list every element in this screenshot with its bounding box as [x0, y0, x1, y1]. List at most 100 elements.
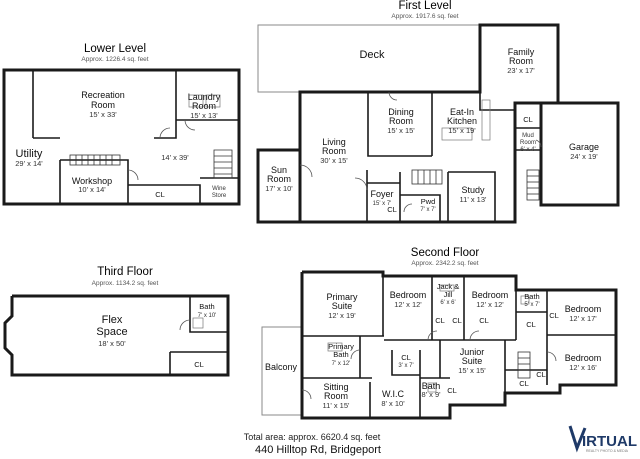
door: [388, 91, 398, 101]
door: [427, 330, 438, 341]
family-room-label: Family: [508, 47, 535, 57]
door: [546, 351, 557, 362]
kitchen-island: [441, 127, 473, 141]
first-level: First Level Approx. 1917.6 sq. feet Deck: [256, 0, 620, 224]
junior-closet-2: CL: [519, 379, 529, 388]
powder-room-label: Pwd: [421, 197, 436, 206]
wall: [128, 184, 201, 204]
mud-room-dim: 6' x 4': [520, 147, 535, 153]
third-floor-title: Third Floor: [97, 266, 153, 278]
wine-store-label-2: Store: [212, 193, 227, 199]
garage-label: Garage: [569, 142, 599, 152]
powder-room-dim: 7' x 7': [420, 207, 435, 213]
primary-bath-label: Primary: [328, 342, 354, 351]
wine-store-label: Wine: [212, 186, 226, 192]
laundry-room-label: Laundry: [188, 92, 221, 102]
total-area: Total area: approx. 6620.4 sq. feet: [244, 432, 381, 442]
foyer-label: Foyer: [370, 189, 393, 199]
wall: [391, 350, 420, 376]
stairs: [69, 154, 121, 166]
stairs: [411, 169, 443, 185]
door: [350, 349, 361, 360]
first-closet-label: CL: [523, 115, 533, 124]
jack-jill-closet-2: CL: [452, 316, 462, 325]
stairs: [526, 169, 540, 201]
balcony-label: Balcony: [265, 362, 298, 372]
stairs: [213, 149, 233, 179]
utility-label: Utility: [16, 148, 43, 160]
bedroom-d-label: Bedroom: [565, 353, 602, 363]
sitting-room-label-2: Room: [324, 391, 348, 401]
primary-bath-label-2: Bath: [333, 350, 348, 359]
foyer-dim: 15' x 7': [373, 201, 392, 207]
first-level-area: Approx. 1917.6 sq. feet: [391, 13, 458, 20]
door: [354, 177, 368, 191]
study-dim: 11' x 13': [460, 195, 487, 204]
garage-dim: 24' x 19': [570, 152, 598, 161]
junior-closet-3: CL: [536, 370, 546, 379]
second-bath-dim: 5' x 7': [524, 302, 539, 308]
washer-fixture: [188, 94, 204, 108]
second-bath-label: Bath: [524, 292, 539, 301]
wic-dim: 8' x 10': [381, 399, 405, 408]
door: [184, 119, 196, 131]
sun-room-label: Sun: [271, 165, 287, 175]
logo-check-icon: [568, 425, 587, 453]
laundry-room-label-2: Room: [192, 101, 216, 111]
toilet-fixture: [520, 295, 530, 305]
family-room-label-2: Room: [509, 56, 533, 66]
recreation-room-dim: 15' x 33': [89, 110, 117, 119]
brand-name: IRTUAL 203: [582, 433, 640, 450]
third-closet-label: CL: [194, 360, 204, 369]
wall: [400, 194, 441, 222]
junior-closet-1: CL: [447, 386, 457, 395]
bedroom-a-dim: 12' x 12': [394, 300, 422, 309]
lower-level-outline: [2, 68, 241, 206]
flex-space-dim: 18' x 50': [98, 339, 126, 348]
living-room-label: Living: [322, 137, 346, 147]
second-floor-title: Second Floor: [411, 247, 480, 259]
primary-suite-label: Primary: [327, 292, 358, 302]
wic-label: W.I.C: [382, 389, 404, 399]
hall-bath-label: Bath: [422, 381, 441, 391]
third-bath-dim: 7' x 10': [198, 313, 217, 319]
third-floor-area: Approx. 1134.2 sq. feet: [92, 280, 159, 287]
living-room-dim: 30' x 15': [320, 156, 348, 165]
bedroom-b-label: Bedroom: [472, 290, 509, 300]
sitting-room-dim: 11' x 15': [323, 401, 350, 410]
workshop-dim: 10' x 14': [78, 185, 106, 194]
recreation-room-label-2: Room: [91, 100, 115, 110]
toilet-fixture: [427, 382, 437, 393]
jack-jill-closet-1: CL: [435, 316, 445, 325]
third-bath-label: Bath: [199, 302, 214, 311]
bedroom-d-dim: 12' x 16': [569, 363, 597, 372]
lower-hall-dim: 14' x 39': [161, 153, 189, 162]
door: [535, 139, 542, 148]
kitchen-counter: [481, 99, 491, 141]
tub-fixture: [327, 342, 343, 352]
eat-in-kitchen-label: Eat-In: [450, 107, 474, 117]
jack-jill-label: Jack &: [437, 282, 460, 291]
wall: [154, 70, 177, 139]
third-floor: Third Floor Approx. 1134.2 sq. feet Flex…: [3, 266, 230, 377]
door: [403, 203, 413, 213]
sun-room-dim: 17' x 10': [265, 184, 293, 193]
sitting-room-label: Sitting: [323, 382, 348, 392]
balcony-outline: [261, 326, 302, 416]
brand-tagline: REALTY PHOTO & MEDIA: [586, 449, 629, 453]
door: [301, 389, 312, 400]
wall: [367, 92, 432, 157]
second-floor-outline: [300, 270, 618, 420]
sun-room-label-2: Room: [267, 174, 291, 184]
deck-label: Deck: [359, 49, 385, 61]
jack-jill-closet-3: CL: [479, 316, 489, 325]
living-room-label-2: Room: [322, 146, 346, 156]
brand-logo: IRTUAL 203 REALTY PHOTO & MEDIA: [568, 425, 640, 453]
wall: [60, 159, 129, 204]
bedroom-c-dim: 12' x 17': [569, 314, 597, 323]
door: [299, 164, 313, 178]
junior-suite-label: Junior: [460, 347, 485, 357]
jack-jill-dim: 6' x 6': [440, 300, 455, 306]
eat-in-kitchen-dim: 15' x 19': [448, 126, 476, 135]
